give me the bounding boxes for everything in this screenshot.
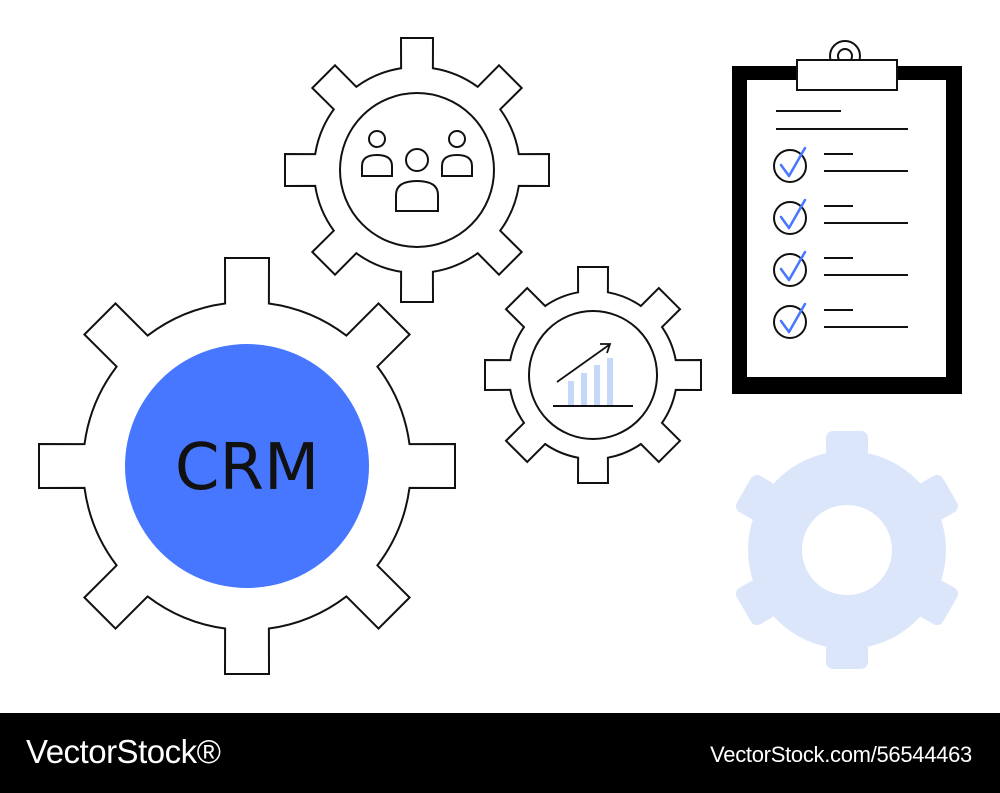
checkmark-icon — [779, 250, 807, 282]
crm-circle — [125, 344, 369, 588]
vectorstock-logo: VectorStock® — [26, 733, 221, 770]
checklist-item — [773, 146, 908, 183]
checklist-item — [773, 250, 908, 287]
checklist — [773, 146, 908, 339]
checkmark-icon — [779, 146, 807, 178]
checklist-item — [773, 198, 908, 235]
light-gear-icon — [736, 431, 958, 669]
watermark-footer: VectorStock® VectorStock.com/56544463 — [0, 713, 1000, 793]
crm-gear-icon: CRM — [38, 257, 456, 675]
chart-gear-icon — [484, 266, 702, 484]
illustration-canvas: CRM — [38, 37, 962, 675]
clipboard-icon — [732, 40, 962, 394]
team-gear-icon — [284, 37, 550, 303]
checkmark-icon — [779, 198, 807, 230]
chart-icon — [553, 343, 633, 407]
checklist-item — [773, 302, 908, 339]
checkmark-icon — [779, 302, 807, 334]
image-id-text: VectorStock.com/56544463 — [710, 742, 972, 767]
crm-label: CRM — [175, 431, 319, 505]
people-icon — [361, 130, 473, 212]
